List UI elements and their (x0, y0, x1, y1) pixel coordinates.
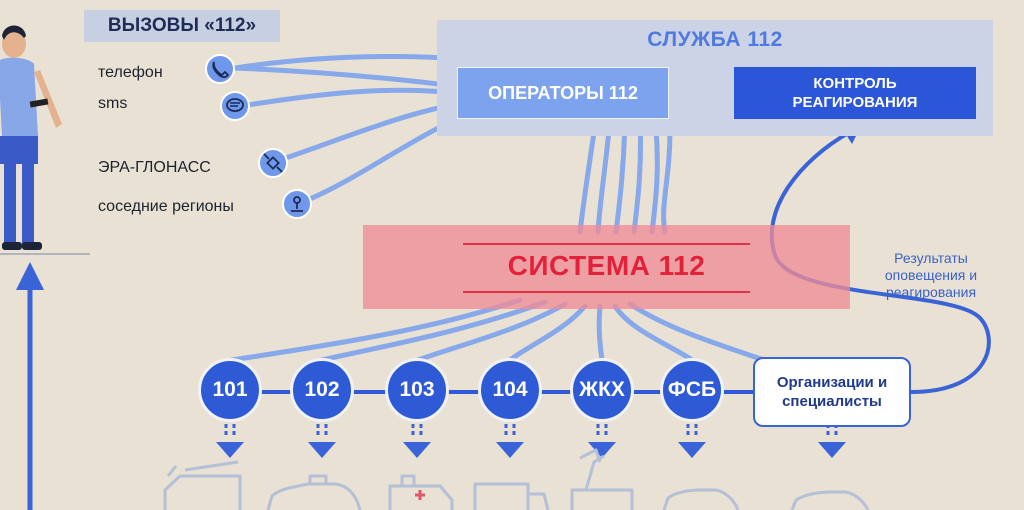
down-arrow (216, 424, 244, 458)
results-arrow (769, 130, 991, 394)
sms-bubble-icon (220, 91, 250, 121)
channel-label-phone: телефон (98, 64, 163, 81)
phone-icon (205, 54, 235, 84)
down-arrows (216, 424, 846, 458)
vertical-arrow-head (16, 262, 44, 290)
utility-truck-icon (570, 448, 634, 510)
car-icon (790, 490, 870, 510)
channel-label-sms: sms (98, 95, 128, 112)
channel-label-era-glonass: ЭРА-ГЛОНАСС (98, 159, 211, 176)
response-control-line2: РЕАГИРОВАНИЯ (792, 94, 918, 111)
system-112-title: СИСТЕМА 112 (507, 250, 706, 281)
service-circle-fsb: ФСБ (660, 358, 724, 422)
service-circle-103: 103 (385, 358, 449, 422)
organizations-box: Организации и специалисты (753, 357, 911, 427)
police-car-icon (266, 474, 362, 510)
down-arrow (588, 424, 616, 458)
down-arrow (818, 424, 846, 458)
system-top-line (463, 243, 750, 245)
organizations-line2: специалисты (782, 393, 882, 410)
fsb-car-icon (662, 488, 740, 510)
down-arrow (308, 424, 336, 458)
results-label: Результаты оповещения и реагирования (856, 250, 1006, 301)
ambulance-icon (388, 474, 454, 510)
results-line1: Результаты (894, 250, 968, 266)
down-arrow (496, 424, 524, 458)
vehicles (163, 448, 870, 510)
system-bottom-line (463, 291, 750, 293)
down-arrow (403, 424, 431, 458)
service-circle-101: 101 (198, 358, 262, 422)
operators-112-box: ОПЕРАТОРЫ 112 (457, 67, 669, 119)
service-circle-zhkh: ЖКХ (570, 358, 634, 422)
organizations-line1: Организации и (776, 374, 888, 391)
system-service-lines (229, 297, 773, 365)
down-arrow (678, 424, 706, 458)
service-circle-104: 104 (478, 358, 542, 422)
region-pin-icon (282, 189, 312, 219)
results-line2: оповещения и (884, 267, 978, 283)
service-112-title: СЛУЖБА 112 (647, 28, 783, 51)
system-112-box (363, 225, 850, 309)
gas-truck-icon (473, 482, 550, 510)
satellite-icon (258, 148, 288, 178)
response-control-line1: КОНТРОЛЬ (813, 75, 897, 92)
calls-header: ВЫЗОВЫ «112» (84, 10, 280, 42)
service-circle-102: 102 (290, 358, 354, 422)
channel-label-neighbor-regions: соседние регионы (98, 198, 234, 215)
person-figure (0, 25, 62, 250)
response-control-box: КОНТРОЛЬ РЕАГИРОВАНИЯ (734, 67, 976, 119)
fire-truck-icon (163, 460, 242, 510)
results-line3: реагирования (885, 284, 977, 300)
